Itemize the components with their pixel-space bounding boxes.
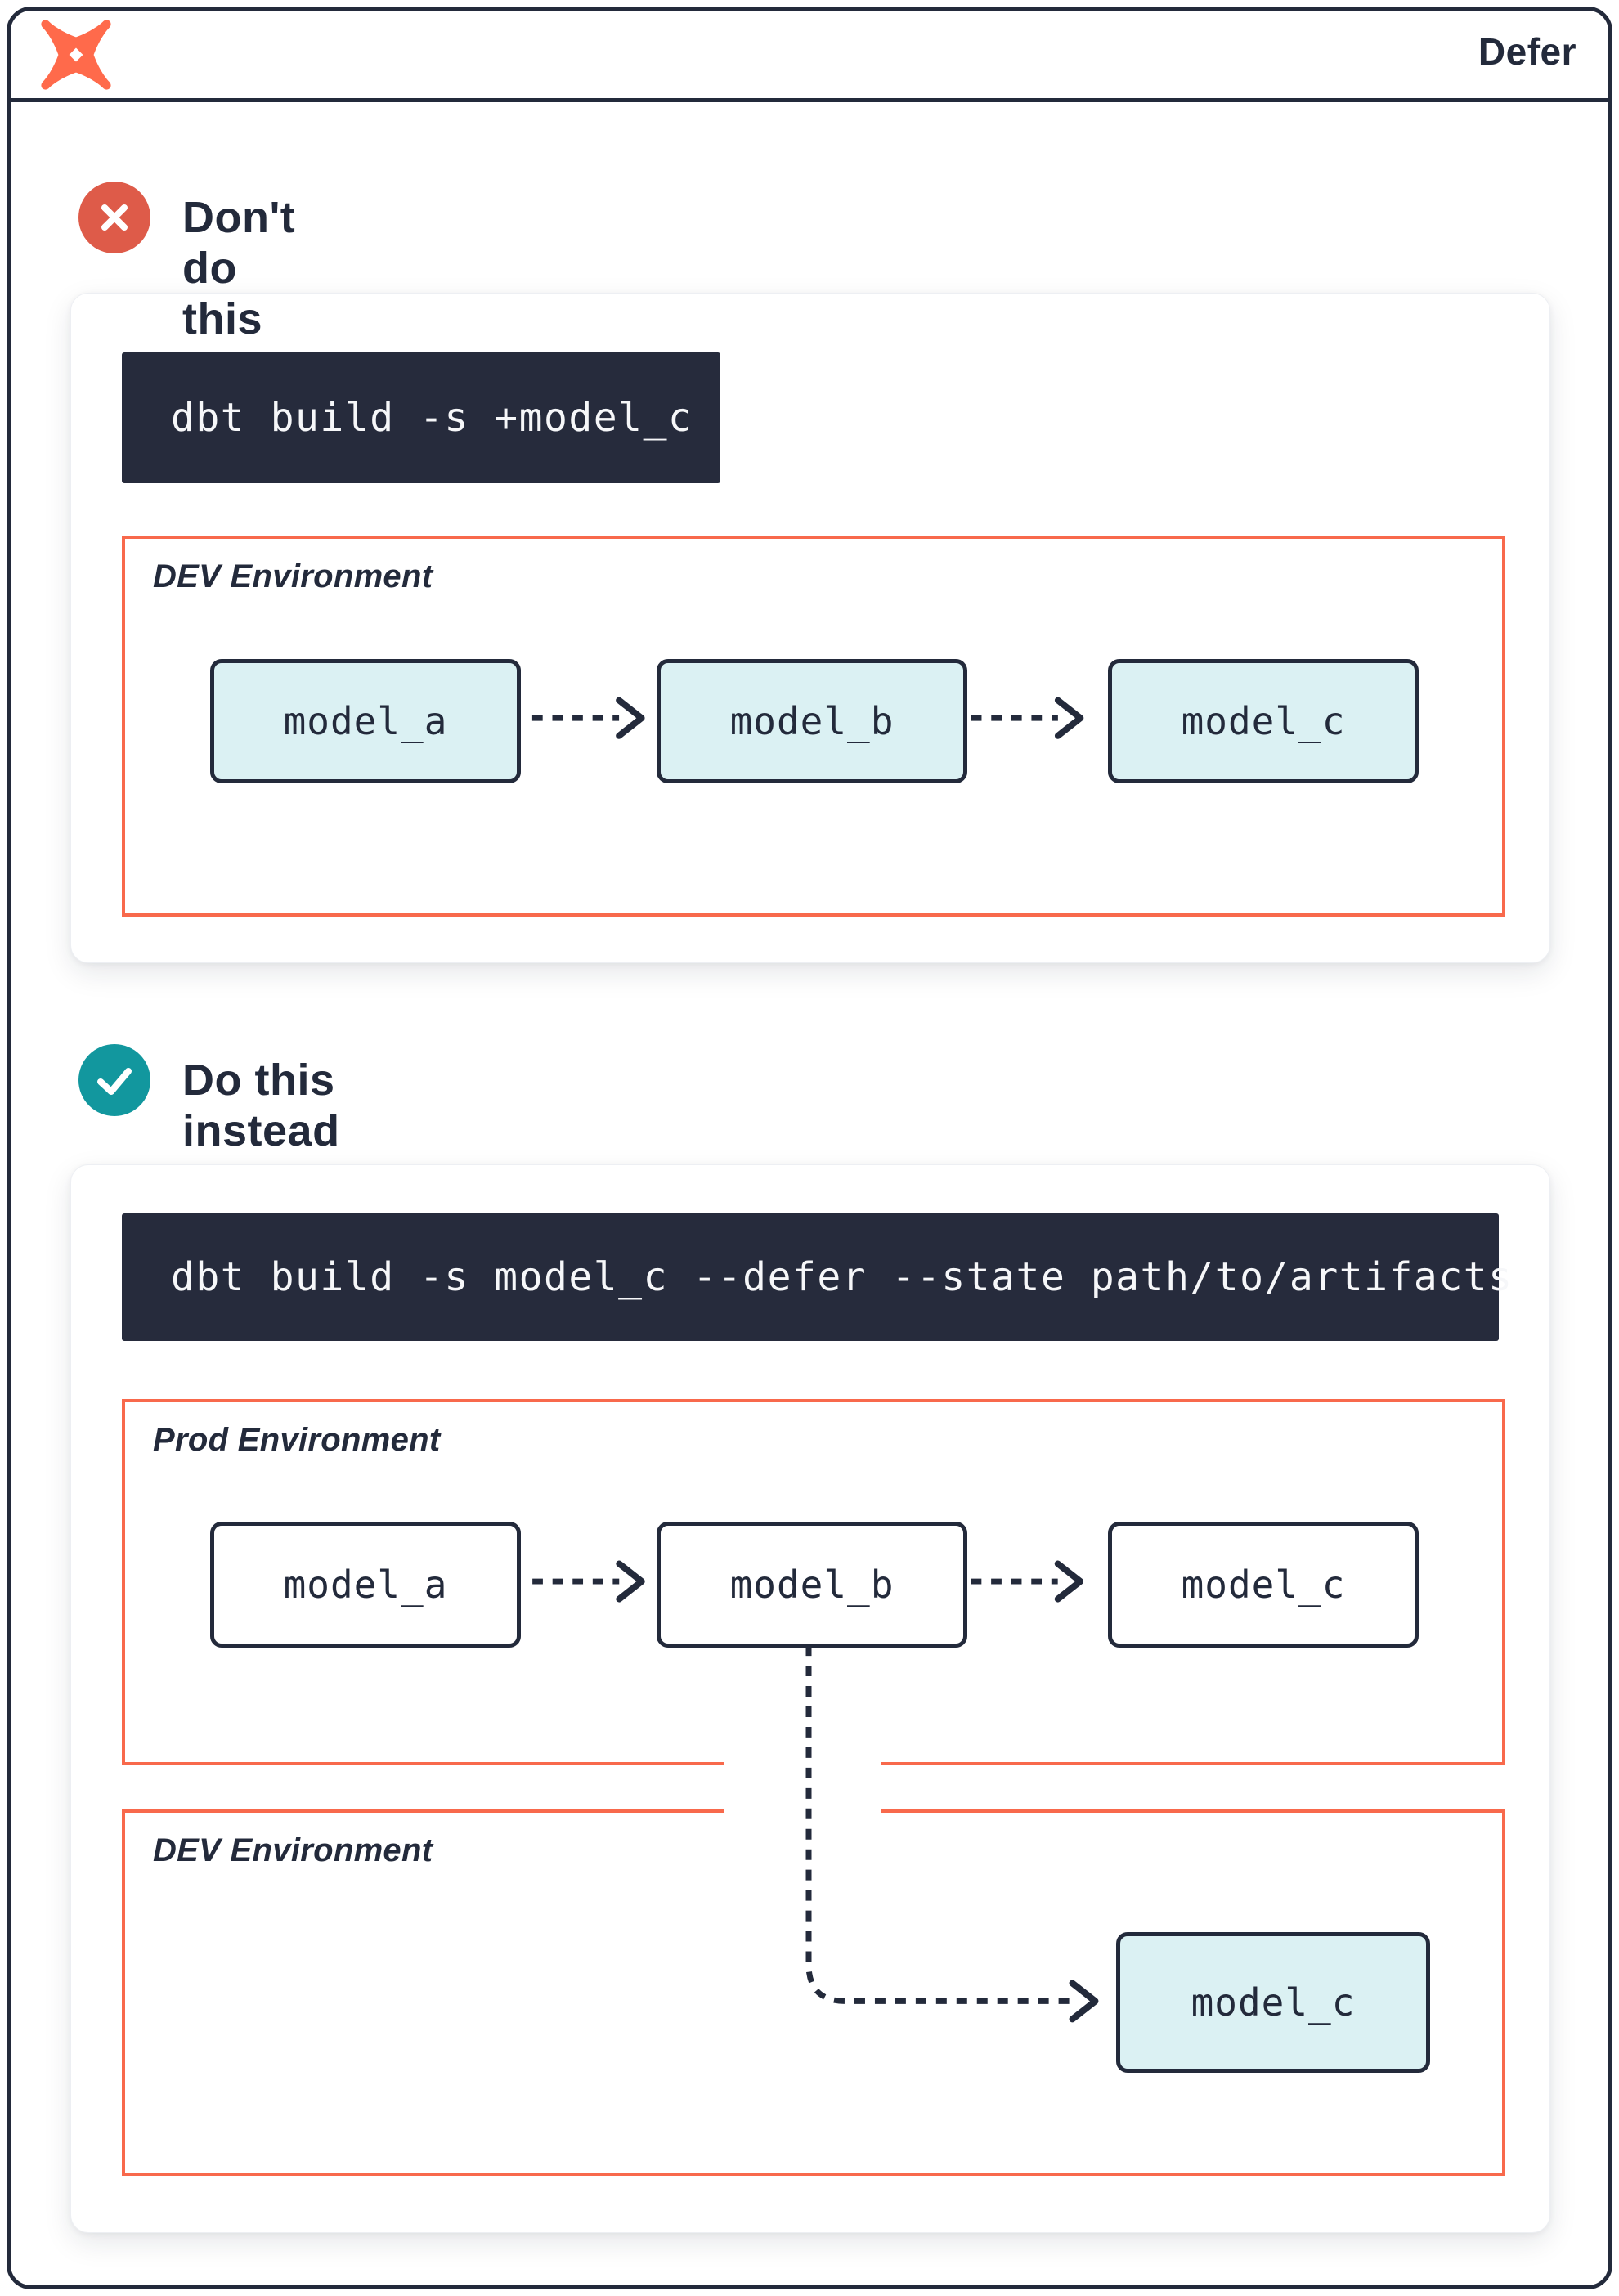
check-circle-icon [78, 1044, 150, 1116]
model-name: model_b [729, 1563, 895, 1607]
section-heading-do: Do this instead [182, 1056, 340, 1155]
border-gap [724, 1808, 881, 1821]
env-label: DEV Environment [153, 558, 433, 594]
env-label: Prod Environment [153, 1422, 441, 1458]
model-node: model_c [1116, 1932, 1430, 2073]
model-node: model_a [210, 1522, 521, 1648]
command-text: dbt build -s +model_c [171, 395, 693, 441]
model-name: model_b [729, 699, 895, 743]
model-node: model_b [657, 659, 967, 783]
model-name: model_c [1181, 1563, 1346, 1607]
command-block-dont: dbt build -s +model_c [122, 352, 720, 483]
model-node: model_c [1108, 1522, 1419, 1648]
dbt-logo-icon [41, 20, 111, 90]
model-node: model_a [210, 659, 521, 783]
command-text: dbt build -s model_c --defer --state pat… [171, 1254, 1514, 1300]
page-title: Defer [1478, 30, 1576, 73]
x-circle-icon [78, 182, 150, 253]
model-node: model_c [1108, 659, 1419, 783]
header-bar: Defer [0, 0, 1619, 98]
model-node: model_b [657, 1522, 967, 1648]
border-gap [724, 1754, 881, 1767]
env-box-dev: DEV Environment model_c [122, 1808, 1505, 2176]
env-label: DEV Environment [153, 1832, 433, 1868]
command-block-do: dbt build -s model_c --defer --state pat… [122, 1213, 1512, 1341]
env-box-prod: Prod Environment model_a model_b model_c [122, 1399, 1505, 1767]
model-name: model_a [283, 699, 448, 743]
env-box-dev: DEV Environment model_a model_b model_c [122, 536, 1505, 917]
do-card: dbt build -s model_c --defer --state pat… [70, 1164, 1550, 2233]
model-name: model_a [283, 1563, 448, 1607]
dont-card: dbt build -s +model_c DEV Environment mo… [70, 293, 1550, 963]
model-name: model_c [1181, 699, 1346, 743]
model-name: model_c [1191, 1980, 1356, 2025]
header-divider [8, 98, 1611, 102]
section-heading-dont: Don't do this [182, 193, 296, 343]
